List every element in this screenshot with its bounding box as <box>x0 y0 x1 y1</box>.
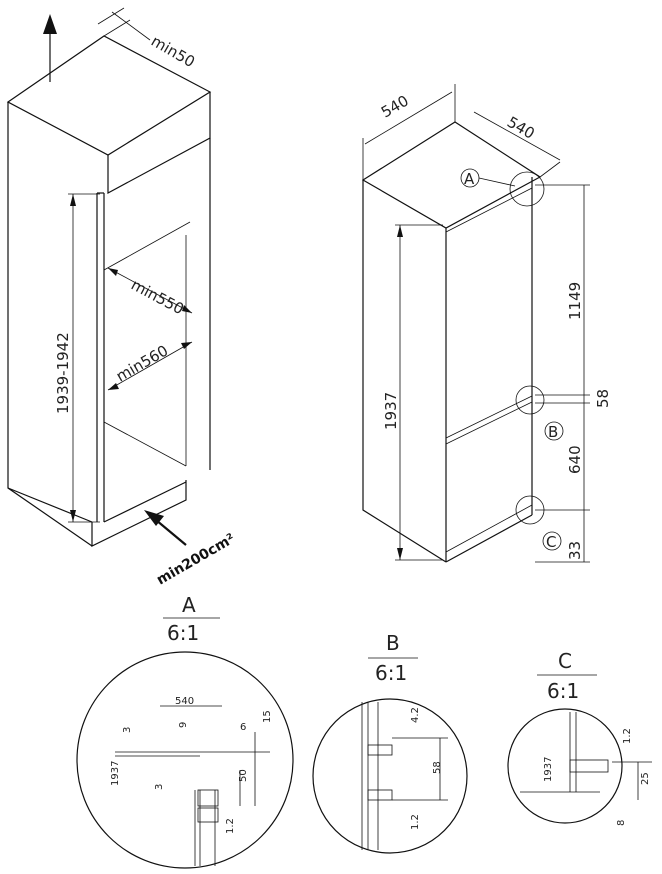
detail-c-1937: 1937 <box>543 757 554 782</box>
detail-a-title: A <box>182 593 196 617</box>
callout-b: B <box>548 423 558 441</box>
detail-b-scale: 6:1 <box>375 661 407 685</box>
detail-a-3a: 3 <box>122 727 133 733</box>
callout-a: A <box>464 170 475 188</box>
detail-a-15: 15 <box>262 710 273 723</box>
callout-c: C <box>546 533 556 551</box>
width-dim: 540 <box>378 92 412 122</box>
detail-b-42: 4.2 <box>410 707 421 723</box>
detail-a-9: 9 <box>178 722 189 728</box>
height-dim: 1937 <box>382 392 400 430</box>
min-depth-label: min550 <box>128 276 187 319</box>
min-width-label: min560 <box>113 341 171 385</box>
detail-b: B 6:1 4.2 58 1.2 <box>312 631 468 854</box>
detail-c-25: 25 <box>640 772 651 785</box>
detail-c-scale: 6:1 <box>547 679 579 703</box>
detail-a-3b: 3 <box>154 784 165 790</box>
detail-a-12: 1.2 <box>225 818 236 834</box>
min-vent-area-label: min200cm² <box>154 531 238 589</box>
gap-dim: 58 <box>594 389 612 408</box>
detail-b-58: 58 <box>432 761 443 774</box>
detail-b-12: 1.2 <box>410 814 421 830</box>
detail-a-540: 540 <box>175 696 194 707</box>
detail-a-scale: 6:1 <box>167 621 199 645</box>
lower-door-dim: 640 <box>566 445 584 474</box>
vent-arrow-icon <box>144 510 164 526</box>
detail-c-12: 1.2 <box>622 728 633 744</box>
detail-c-8: 8 <box>616 820 627 826</box>
detail-c-title: C <box>558 649 572 673</box>
cabinet-height-label: 1939-1942 <box>54 332 72 414</box>
bottom-dim: 33 <box>566 541 584 560</box>
min-vent-gap-label: min50 <box>148 32 198 71</box>
detail-a: A 6:1 540 3 9 6 15 1937 3 50 1.2 <box>76 593 294 869</box>
detail-a-50: 50 <box>238 769 249 782</box>
airflow-up-arrow-icon <box>43 14 57 34</box>
appliance-drawing: 1937 540 540 1149 58 640 33 A B C <box>361 84 612 563</box>
upper-door-dim: 1149 <box>566 282 584 320</box>
detail-c: C 6:1 1937 1.2 25 8 <box>507 649 652 826</box>
cabinet-drawing: min50 1939-1942 min550 min560 min200cm² <box>6 7 238 589</box>
detail-a-6: 6 <box>240 722 246 733</box>
detail-a-1937: 1937 <box>110 761 121 786</box>
detail-b-title: B <box>386 631 400 655</box>
